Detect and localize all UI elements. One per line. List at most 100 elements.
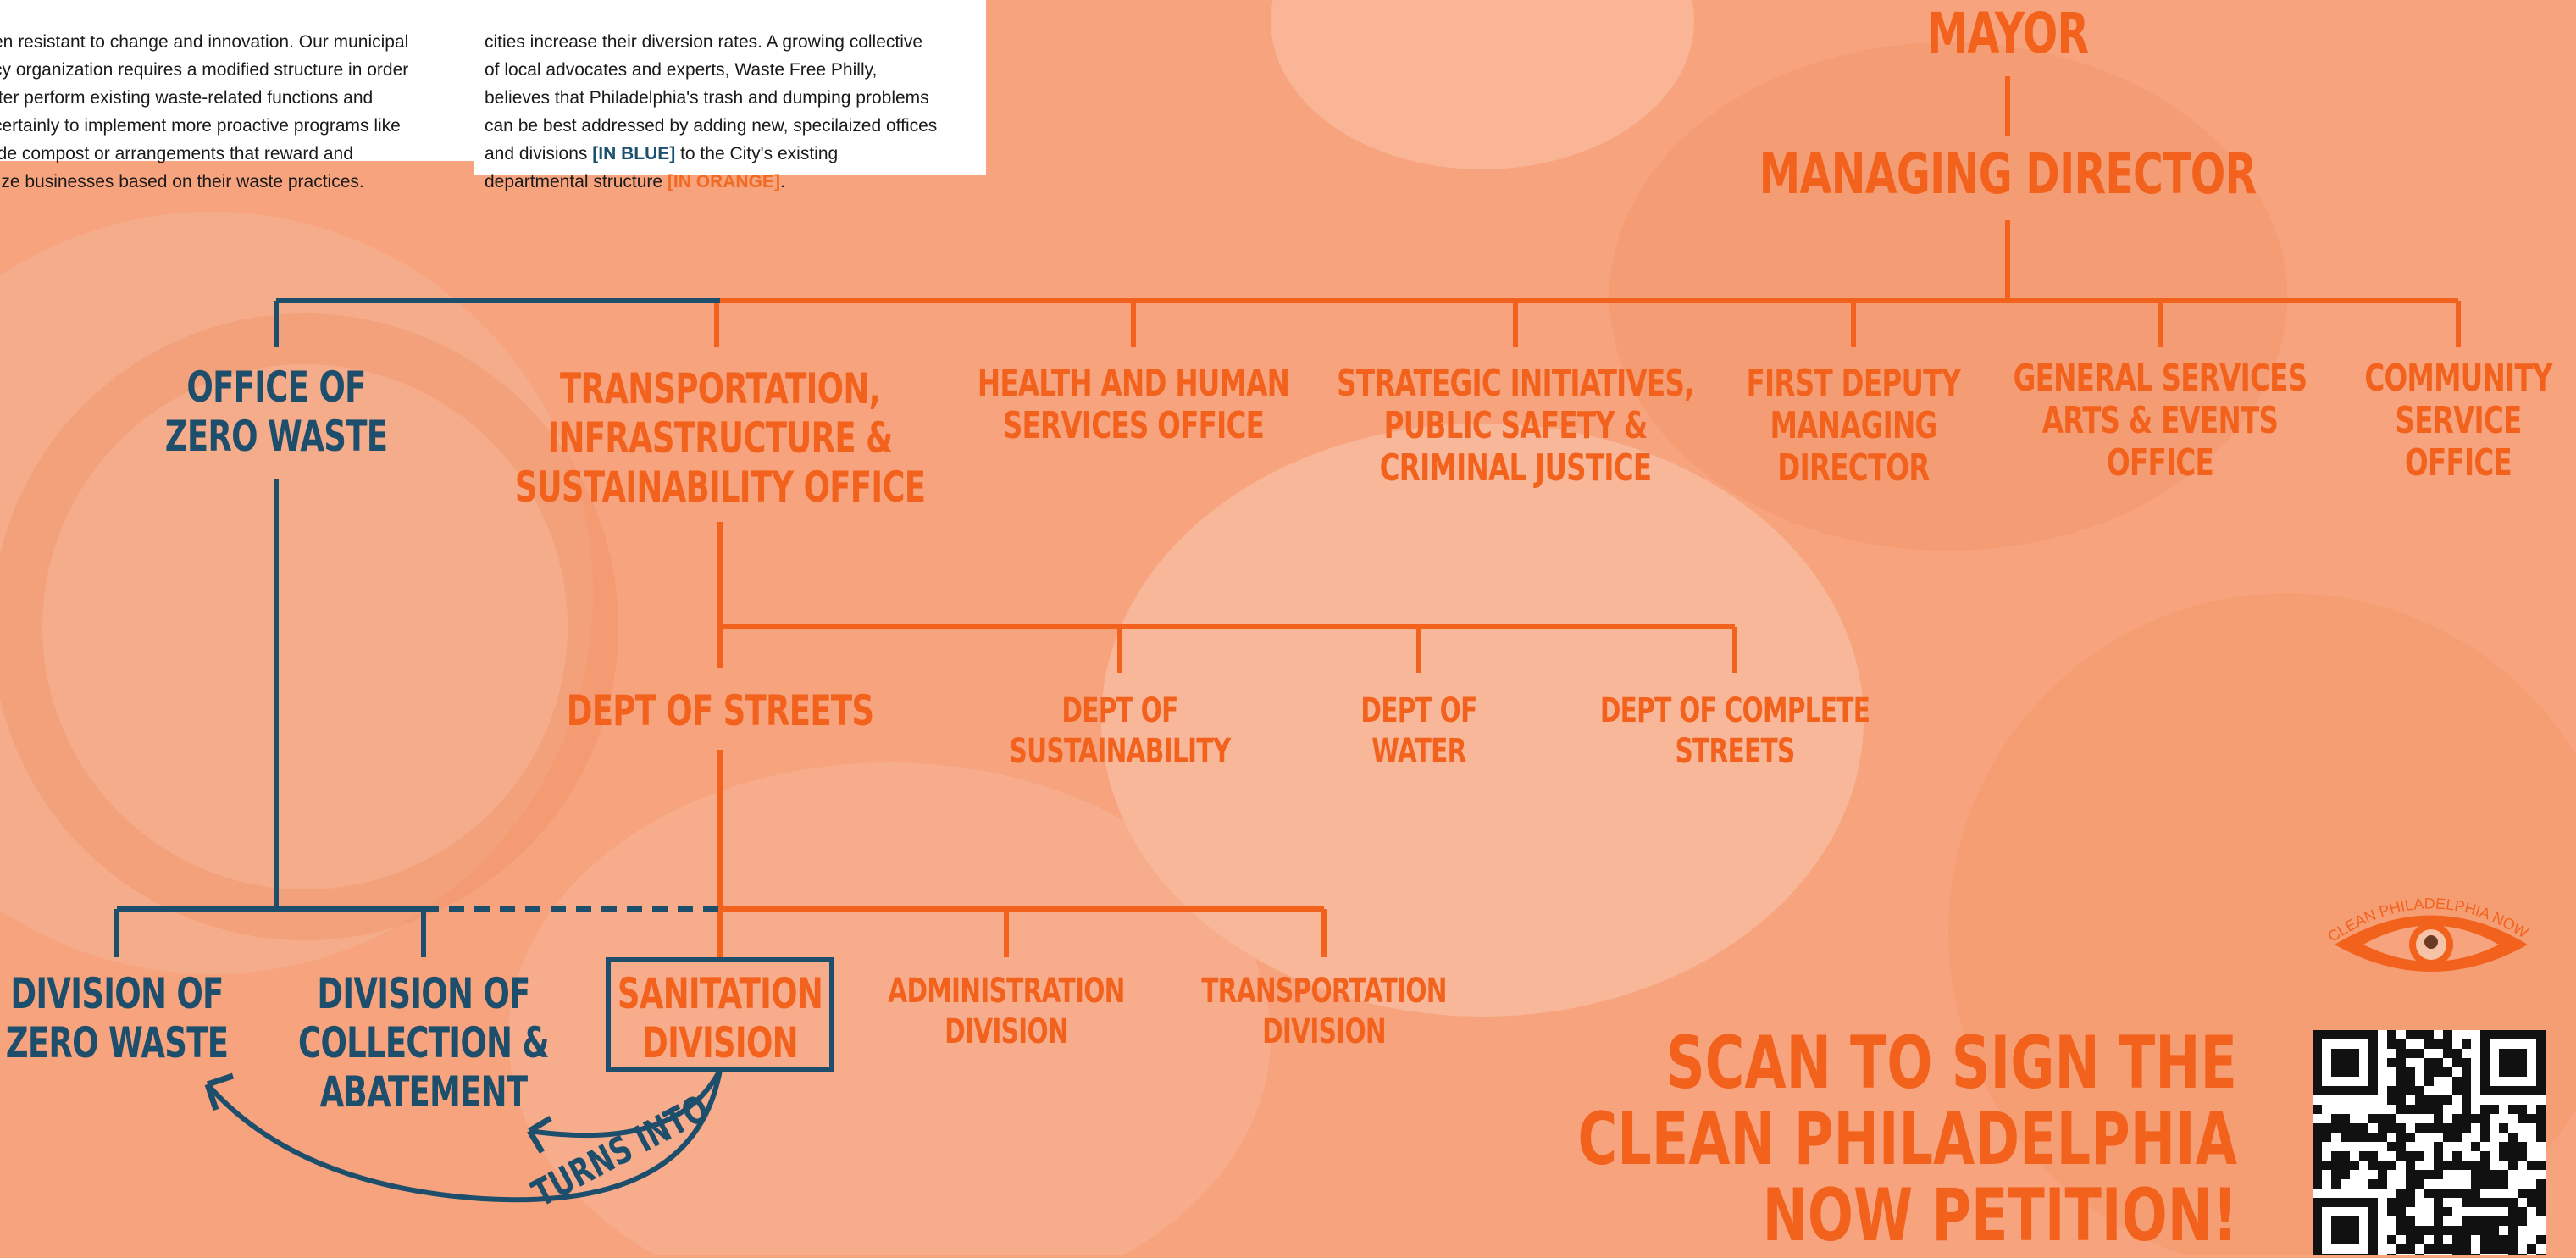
qr-module: [2322, 1133, 2331, 1142]
qr-module: [2490, 1235, 2499, 1244]
qr-module: [2406, 1105, 2415, 1114]
qr-module: [2359, 1133, 2368, 1142]
qr-module: [2415, 1170, 2424, 1179]
qr-module: [2518, 1114, 2527, 1123]
recycle-arrow-decoration: [0, 313, 618, 940]
qr-module: [2536, 1235, 2546, 1244]
qr-module: [2434, 1207, 2443, 1216]
qr-module: [2434, 1039, 2443, 1049]
qr-module: [2387, 1123, 2396, 1133]
qr-module: [2434, 1058, 2443, 1067]
qr-module: [2508, 1198, 2518, 1207]
qr-module: [2499, 1235, 2508, 1244]
qr-module: [2396, 1142, 2406, 1151]
qr-module: [2518, 1151, 2527, 1161]
intro-text: .: [779, 172, 785, 191]
qr-module: [2415, 1151, 2424, 1161]
qr-module: [2424, 1105, 2434, 1114]
qr-module: [2331, 1170, 2341, 1179]
qr-module: [2415, 1226, 2424, 1235]
qr-module: [2424, 1244, 2434, 1254]
qr-module: [2415, 1049, 2424, 1058]
qr-module: [2434, 1235, 2443, 1244]
qr-module: [2462, 1216, 2471, 1226]
qr-module: [2406, 1226, 2415, 1235]
qr-module: [2313, 1161, 2322, 1170]
qr-module: [2480, 1170, 2490, 1179]
qr-module: [2406, 1198, 2415, 1207]
qr-module: [2508, 1161, 2518, 1170]
qr-module: [2518, 1207, 2527, 1216]
qr-module: [2378, 1123, 2387, 1133]
qr-module: [2527, 1244, 2536, 1254]
qr-module: [2499, 1142, 2508, 1151]
qr-module: [2508, 1226, 2518, 1235]
qr-module: [2480, 1198, 2490, 1207]
dept-of-sustainability-node: DEPT OF SUSTAINABILITY: [1009, 691, 1232, 771]
qr-module: [2480, 1235, 2490, 1244]
qr-module: [2443, 1244, 2452, 1254]
intro-left-line: lize businesses based on their waste pra…: [0, 172, 364, 191]
qr-module: [2387, 1058, 2396, 1067]
qr-module: [2415, 1123, 2424, 1133]
intro-text: departmental structure: [485, 172, 668, 191]
qr-module: [2406, 1030, 2415, 1039]
division-of-collection-node: DIVISION OF COLLECTION & ABATEMENT: [298, 969, 550, 1117]
qr-module: [2424, 1039, 2434, 1049]
intro-text: to the City's existing: [675, 144, 839, 163]
qr-module: [2452, 1114, 2462, 1123]
qr-module: [2508, 1151, 2518, 1161]
qr-module: [2424, 1226, 2434, 1235]
qr-module: [2499, 1244, 2508, 1254]
qr-module: [2536, 1189, 2546, 1198]
qr-module: [2368, 1114, 2378, 1123]
qr-module: [2443, 1067, 2452, 1077]
dept-of-streets-node: DEPT OF STREETS: [566, 686, 874, 735]
qr-module: [2452, 1235, 2462, 1244]
qr-module: [2359, 1151, 2368, 1161]
qr-module: [2368, 1161, 2378, 1170]
qr-module: [2396, 1049, 2406, 1058]
administration-division-node: ADMINISTRATION DIVISION: [888, 972, 1125, 1051]
qr-module: [2434, 1198, 2443, 1207]
qr-module: [2452, 1058, 2462, 1067]
intro-right-line: can be best addressed by adding new, spe…: [485, 116, 938, 136]
qr-module: [2443, 1133, 2452, 1142]
petition-qr-code[interactable]: [2313, 1030, 2546, 1255]
qr-module: [2322, 1123, 2331, 1133]
first-deputy-node: FIRST DEPUTY MANAGING DIRECTOR: [1746, 362, 1962, 490]
qr-module: [2508, 1216, 2518, 1226]
qr-module: [2368, 1133, 2378, 1142]
qr-module: [2434, 1170, 2443, 1179]
qr-module: [2387, 1207, 2396, 1216]
qr-module: [2490, 1216, 2499, 1226]
qr-module: [2527, 1198, 2536, 1207]
qr-module: [2443, 1049, 2452, 1058]
qr-module: [2406, 1179, 2415, 1189]
qr-module: [2462, 1123, 2471, 1133]
qr-module: [2378, 1179, 2387, 1189]
qr-module: [2462, 1189, 2471, 1198]
qr-module: [2331, 1151, 2341, 1161]
qr-module: [2443, 1123, 2452, 1133]
qr-module: [2406, 1161, 2415, 1170]
qr-module: [2396, 1105, 2406, 1114]
qr-module: [2471, 1114, 2480, 1123]
qr-module: [2406, 1151, 2415, 1161]
qr-module: [2387, 1095, 2396, 1105]
qr-module: [2341, 1161, 2350, 1170]
qr-module: [2471, 1226, 2480, 1235]
general-services-node: GENERAL SERVICES ARTS & EVENTS OFFICE: [2013, 357, 2307, 485]
qr-module: [2424, 1170, 2434, 1179]
qr-module: [2518, 1189, 2527, 1198]
mayor-node: MAYOR: [1926, 1, 2090, 66]
qr-module: [2406, 1133, 2415, 1142]
office-of-zero-waste-node: OFFICE OF ZERO WASTE: [164, 363, 388, 461]
in-blue-highlight: [IN BLUE]: [592, 144, 676, 163]
qr-module: [2508, 1133, 2518, 1142]
qr-module: [2406, 1189, 2415, 1198]
qr-module: [2490, 1244, 2499, 1254]
intro-right-line: believes that Philadelphia's trash and d…: [485, 88, 929, 108]
qr-module: [2406, 1067, 2415, 1077]
